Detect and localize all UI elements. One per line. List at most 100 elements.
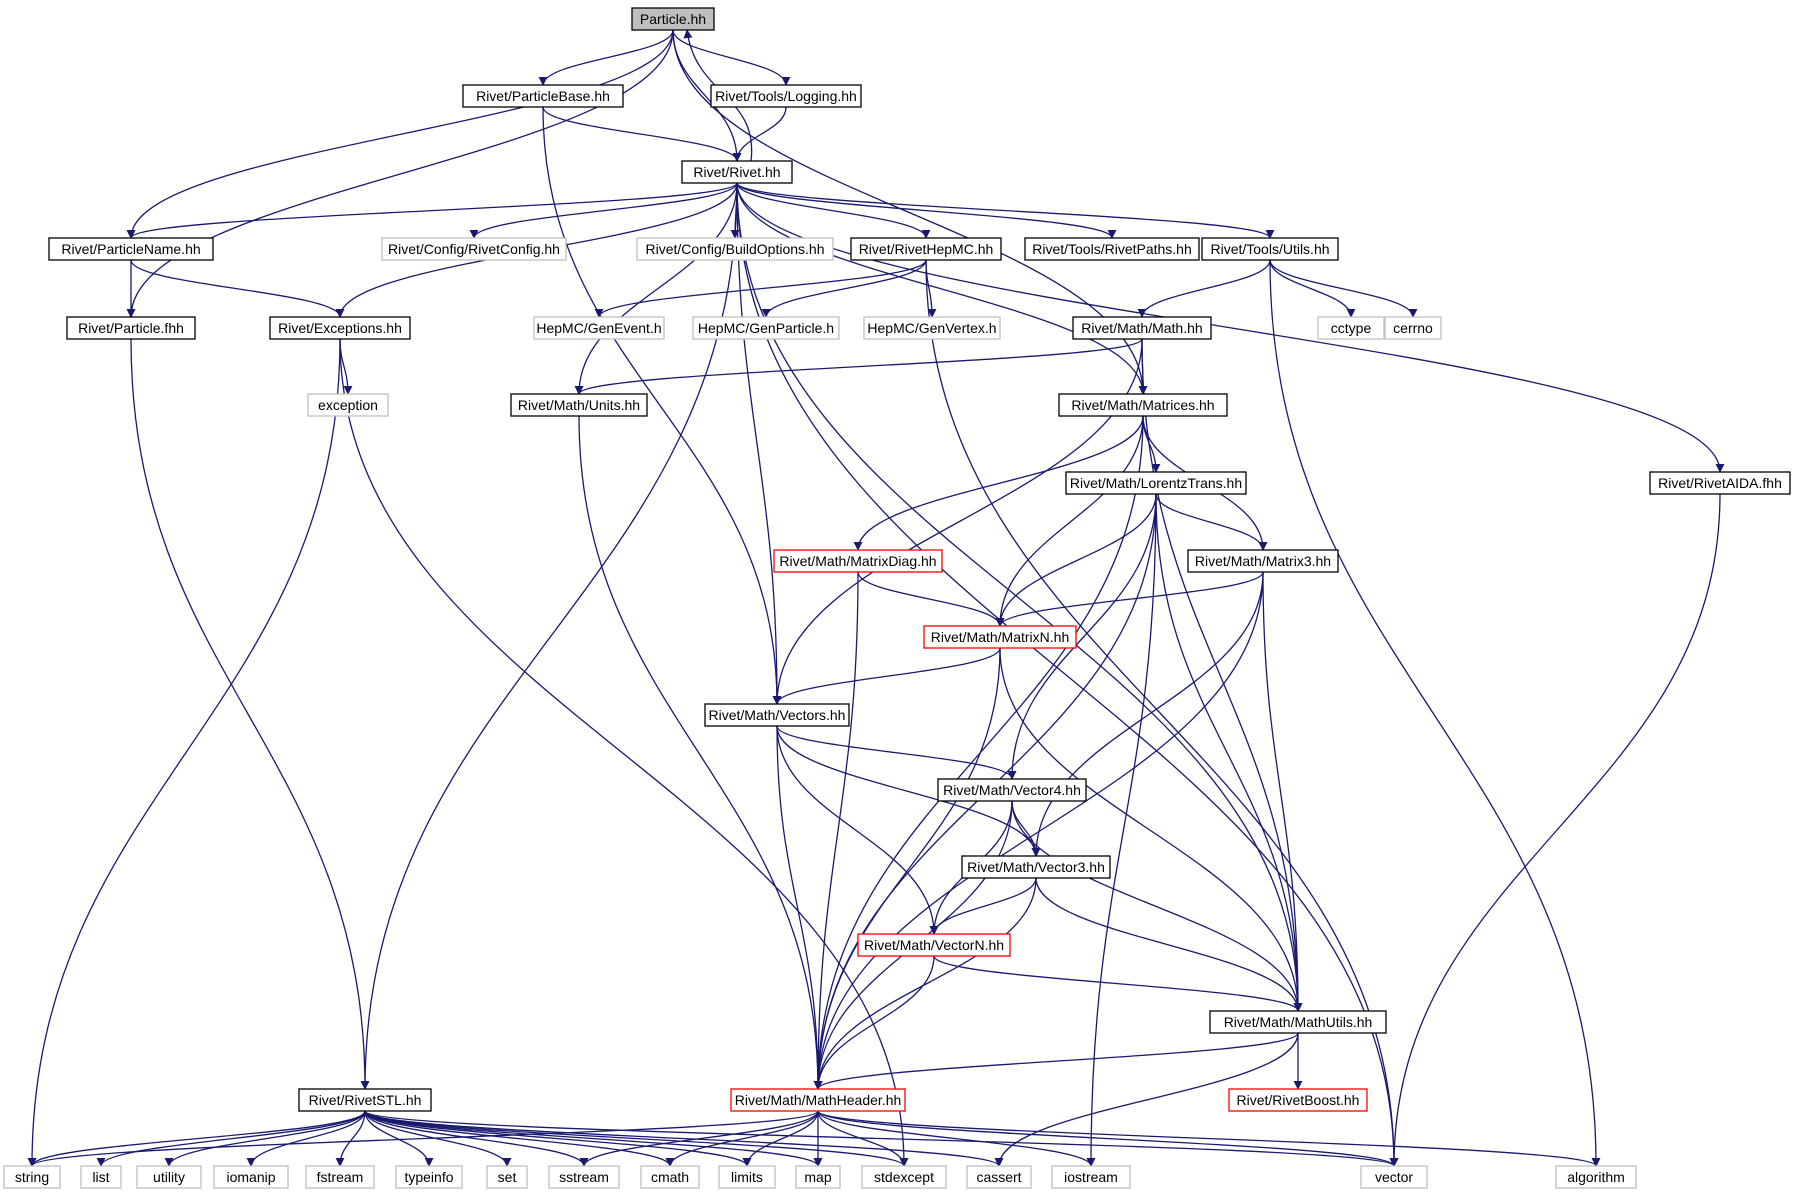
edge-particlefhh-to-rivetstl bbox=[130, 338, 370, 1090]
node-label-rivet: Rivet/Rivet.hh bbox=[693, 164, 780, 180]
edge-matrixdiag-to-matrixn bbox=[857, 571, 1005, 627]
edge-vector3-to-mathheader bbox=[813, 877, 1037, 1090]
node-particlebase[interactable]: Rivet/ParticleBase.hh bbox=[462, 84, 624, 108]
node-box-exception bbox=[307, 393, 389, 417]
node-list: list bbox=[80, 1165, 122, 1189]
edge-rivet-to-matrices bbox=[736, 182, 1148, 395]
node-box-vectorn bbox=[857, 933, 1011, 957]
node-rivetboost[interactable]: Rivet/RivetBoost.hh bbox=[1228, 1088, 1368, 1112]
node-lorentztrans[interactable]: Rivet/Math/LorentzTrans.hh bbox=[1065, 471, 1247, 495]
node-vector4[interactable]: Rivet/Math/Vector4.hh bbox=[937, 778, 1087, 802]
node-particle[interactable]: Particle.hh bbox=[631, 7, 715, 31]
node-label-cctype: cctype bbox=[1331, 320, 1372, 336]
node-matrixdiag[interactable]: Rivet/Math/MatrixDiag.hh bbox=[773, 549, 943, 573]
node-vectors[interactable]: Rivet/Math/Vectors.hh bbox=[704, 703, 850, 727]
node-exceptions[interactable]: Rivet/Exceptions.hh bbox=[269, 316, 411, 340]
node-label-particlename: Rivet/ParticleName.hh bbox=[61, 241, 200, 257]
node-vectorn[interactable]: Rivet/Math/VectorN.hh bbox=[857, 933, 1011, 957]
edge-matrixn-to-mathutils bbox=[999, 647, 1303, 1012]
node-box-vector bbox=[1360, 1165, 1428, 1189]
node-box-rivethepmc bbox=[850, 237, 1002, 261]
node-matrixn[interactable]: Rivet/Math/MatrixN.hh bbox=[923, 625, 1077, 649]
node-utils[interactable]: Rivet/Tools/Utils.hh bbox=[1201, 237, 1339, 261]
edge-mathheader-to-sstream bbox=[579, 1110, 819, 1167]
edge-particle-to-logging bbox=[672, 29, 791, 86]
node-box-map bbox=[795, 1165, 841, 1189]
edge-rivet-to-particlename bbox=[126, 182, 738, 239]
node-particlename[interactable]: Rivet/ParticleName.hh bbox=[48, 237, 214, 261]
node-cassert: cassert bbox=[966, 1165, 1032, 1189]
node-cmath: cmath bbox=[640, 1165, 700, 1189]
node-genvertex: HepMC/GenVertex.h bbox=[863, 316, 1001, 340]
node-rivetpaths[interactable]: Rivet/Tools/RivetPaths.hh bbox=[1024, 237, 1200, 261]
node-units[interactable]: Rivet/Math/Units.hh bbox=[510, 393, 648, 417]
edge-particle-to-particlefhh bbox=[126, 29, 674, 318]
node-box-rivet bbox=[681, 160, 793, 184]
node-rivethepmc[interactable]: Rivet/RivetHepMC.hh bbox=[850, 237, 1002, 261]
node-matrix3[interactable]: Rivet/Math/Matrix3.hh bbox=[1187, 549, 1339, 573]
node-box-vector3 bbox=[961, 855, 1111, 879]
edge-rivet-to-rivetconfig bbox=[469, 182, 738, 239]
node-box-particlebase bbox=[462, 84, 624, 108]
node-box-exceptions bbox=[269, 316, 411, 340]
node-label-particlebase: Rivet/ParticleBase.hh bbox=[476, 88, 610, 104]
node-box-fstream bbox=[305, 1165, 375, 1189]
edge-vector3-to-vectorn bbox=[929, 877, 1037, 935]
node-label-list: list bbox=[92, 1169, 109, 1185]
edge-math-to-units bbox=[574, 338, 1143, 395]
node-box-set bbox=[486, 1165, 528, 1189]
edge-rivetstl-to-utility bbox=[164, 1110, 366, 1167]
node-label-stdexcept: stdexcept bbox=[874, 1169, 934, 1185]
node-rivet[interactable]: Rivet/Rivet.hh bbox=[681, 160, 793, 184]
node-box-math bbox=[1072, 316, 1212, 340]
edge-rivetstl-to-cmath bbox=[364, 1110, 675, 1167]
node-rivetstl[interactable]: Rivet/RivetSTL.hh bbox=[298, 1088, 432, 1112]
node-label-math: Rivet/Math/Math.hh bbox=[1081, 320, 1202, 336]
node-label-genvertex: HepMC/GenVertex.h bbox=[867, 320, 996, 336]
edge-matrixdiag-to-mathheader bbox=[813, 571, 859, 1090]
node-box-list bbox=[80, 1165, 122, 1189]
node-label-matrixdiag: Rivet/Math/MatrixDiag.hh bbox=[779, 553, 936, 569]
node-label-matrices: Rivet/Math/Matrices.hh bbox=[1071, 397, 1214, 413]
edge-rivetaida-to-vector bbox=[1389, 493, 1721, 1167]
edge-lorentztrans-to-matrix3 bbox=[1155, 493, 1268, 551]
node-box-particle bbox=[631, 7, 715, 31]
edge-matrices-to-lorentztrans bbox=[1142, 415, 1161, 473]
edge-particlebase-to-rivet bbox=[542, 106, 742, 162]
node-matrices[interactable]: Rivet/Math/Matrices.hh bbox=[1058, 393, 1228, 417]
edge-mathheader-to-iostream bbox=[817, 1110, 1096, 1167]
node-box-genevent bbox=[533, 316, 665, 340]
edge-rivetstl-to-map bbox=[364, 1110, 823, 1167]
node-set: set bbox=[486, 1165, 528, 1189]
node-box-genparticle bbox=[692, 316, 840, 340]
node-label-buildoptions: Rivet/Config/BuildOptions.hh bbox=[646, 241, 825, 257]
node-logging[interactable]: Rivet/Tools/Logging.hh bbox=[710, 84, 862, 108]
node-box-cassert bbox=[966, 1165, 1032, 1189]
edge-rivet-to-vectors bbox=[736, 182, 782, 705]
node-rivetaida[interactable]: Rivet/RivetAIDA.fhh bbox=[1649, 471, 1791, 495]
node-vector3[interactable]: Rivet/Math/Vector3.hh bbox=[961, 855, 1111, 879]
node-math[interactable]: Rivet/Math/Math.hh bbox=[1072, 316, 1212, 340]
node-genparticle: HepMC/GenParticle.h bbox=[692, 316, 840, 340]
edge-vectors-to-vectorn bbox=[776, 725, 939, 935]
node-genevent: HepMC/GenEvent.h bbox=[533, 316, 665, 340]
edge-lorentztrans-to-vector4 bbox=[1007, 493, 1157, 780]
edge-vector4-to-mathutils bbox=[1011, 800, 1303, 1012]
node-box-particlename bbox=[48, 237, 214, 261]
edge-rivet-to-rivetaida bbox=[736, 182, 1725, 473]
node-box-matrices bbox=[1058, 393, 1228, 417]
node-box-rivetstl bbox=[298, 1088, 432, 1112]
node-label-particlefhh: Rivet/Particle.fhh bbox=[78, 320, 184, 336]
node-mathutils[interactable]: Rivet/Math/MathUtils.hh bbox=[1209, 1010, 1387, 1034]
edge-rivet-to-utils bbox=[736, 182, 1275, 239]
node-box-cmath bbox=[640, 1165, 700, 1189]
node-box-cctype bbox=[1317, 316, 1385, 340]
node-mathheader[interactable]: Rivet/Math/MathHeader.hh bbox=[730, 1088, 906, 1112]
node-label-vectorn: Rivet/Math/VectorN.hh bbox=[864, 937, 1004, 953]
edge-utils-to-math bbox=[1137, 259, 1271, 318]
node-label-genevent: HepMC/GenEvent.h bbox=[536, 320, 661, 336]
edge-matrix3-to-matrixn bbox=[995, 571, 1264, 627]
node-box-buildoptions bbox=[636, 237, 834, 261]
edge-rivetstl-to-limits bbox=[364, 1110, 752, 1167]
node-particlefhh[interactable]: Rivet/Particle.fhh bbox=[66, 316, 196, 340]
